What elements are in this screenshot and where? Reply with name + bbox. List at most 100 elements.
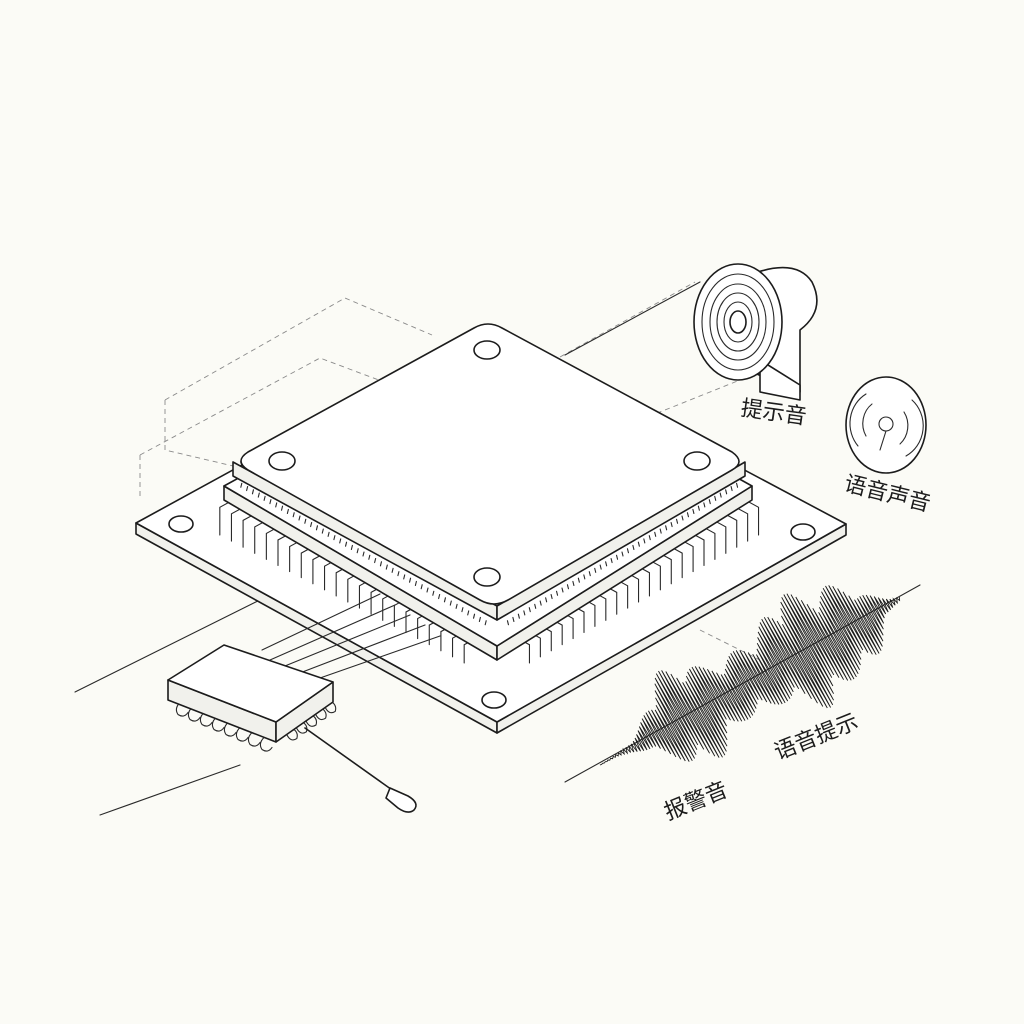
small-chip-pin xyxy=(315,707,327,721)
chip-pin xyxy=(379,561,383,567)
chip-pin xyxy=(286,508,289,515)
chip-pin xyxy=(403,574,406,580)
chip-pin xyxy=(719,492,722,498)
chip-pin xyxy=(599,564,602,570)
chip-pin xyxy=(280,505,284,511)
chip-pin xyxy=(420,584,423,590)
small-chip-pin xyxy=(223,721,237,737)
chip-pin xyxy=(697,505,700,511)
chip-pin xyxy=(621,551,624,557)
chip-pin xyxy=(304,518,307,524)
chip-marker xyxy=(268,451,296,471)
chip-pin xyxy=(385,564,388,570)
chip-pin xyxy=(632,544,635,551)
small-chip-pin xyxy=(235,726,249,742)
chip-pin xyxy=(298,515,301,521)
chip-pin xyxy=(692,508,695,515)
chip-pin xyxy=(681,515,684,521)
chip-pin xyxy=(484,620,487,626)
chip-pin xyxy=(472,613,476,619)
chip-marker xyxy=(683,451,711,471)
chip-pin xyxy=(339,538,342,544)
chip-pin xyxy=(478,616,481,623)
chip-pin xyxy=(654,531,657,537)
small-chip-pins xyxy=(175,700,337,752)
chip-pin xyxy=(708,499,711,505)
chip-pin xyxy=(397,571,400,577)
mount-hole xyxy=(481,691,507,709)
chip-pin xyxy=(315,525,319,531)
mount-hole xyxy=(168,515,194,533)
chip-pin xyxy=(545,597,548,603)
small-chip-pin xyxy=(295,721,308,734)
chip-pin xyxy=(391,567,394,573)
chip-pin xyxy=(583,574,586,580)
chip-pin xyxy=(310,521,313,528)
label-prompt-tone: 提示音 xyxy=(739,396,808,430)
chip-pin xyxy=(275,502,278,508)
probe-tip xyxy=(385,787,417,813)
chip-marker xyxy=(473,567,501,587)
chip-pin xyxy=(362,551,365,557)
small-chip-pin xyxy=(305,714,318,727)
chip-pin xyxy=(539,600,542,606)
chip-pin xyxy=(257,492,260,498)
label-alarm-tone: 报警音 xyxy=(661,778,732,826)
chip-pin xyxy=(686,512,690,518)
chip-pin xyxy=(356,548,359,554)
chip-pin xyxy=(648,535,651,541)
chip-pin xyxy=(333,535,336,541)
small-chip-pin xyxy=(175,701,189,717)
chip-pin xyxy=(577,577,580,583)
chip-pin xyxy=(240,482,243,488)
chip-pin xyxy=(588,571,591,577)
small-chip-pin xyxy=(259,736,273,752)
chip-pin xyxy=(735,482,739,488)
chip-pin xyxy=(643,538,646,544)
chip-pin xyxy=(512,616,515,623)
chip-pin xyxy=(408,577,412,583)
chip-pin xyxy=(523,610,526,616)
speaker-icon xyxy=(693,263,818,401)
chip-pin xyxy=(327,531,330,537)
small-chip-pin xyxy=(247,731,261,747)
chip-pin xyxy=(344,541,348,547)
chip-pin xyxy=(292,512,295,518)
chip-pin xyxy=(246,485,249,492)
chip-pin xyxy=(269,499,272,505)
chip-pin xyxy=(467,610,470,616)
chip-pin xyxy=(703,502,706,508)
chip-pin xyxy=(426,587,429,593)
chip-pin xyxy=(670,521,673,528)
chip-pin xyxy=(610,557,613,564)
chip-pin xyxy=(455,603,458,609)
chip-pin xyxy=(730,485,733,492)
chip-pin xyxy=(594,567,597,573)
chip-pin xyxy=(675,518,679,524)
mount-hole xyxy=(790,523,816,541)
chip-pin xyxy=(605,561,608,567)
chip-pin xyxy=(263,495,266,501)
small-chip-pin xyxy=(187,706,201,722)
chip-pin xyxy=(449,600,452,606)
waveform-icon xyxy=(564,584,921,783)
chip-pin xyxy=(414,580,417,587)
chip-pin xyxy=(534,603,537,609)
chip-pin xyxy=(566,584,570,590)
chip-pin xyxy=(659,528,662,534)
chip-pin xyxy=(517,613,520,619)
chip-pin xyxy=(438,593,441,600)
chip-pin xyxy=(665,525,668,531)
chip-pin xyxy=(368,554,371,560)
chip-pin xyxy=(555,590,559,596)
chip-pin xyxy=(626,548,630,554)
chip-top-face xyxy=(240,323,740,605)
chip-pin xyxy=(251,489,255,495)
chip-pin xyxy=(637,541,640,547)
chip-pin xyxy=(350,544,353,551)
chip-pin xyxy=(506,620,510,626)
chip-pin xyxy=(572,580,575,587)
chip-pin xyxy=(321,528,324,534)
chip-pin xyxy=(528,607,531,613)
small-chip-pin xyxy=(199,711,213,727)
